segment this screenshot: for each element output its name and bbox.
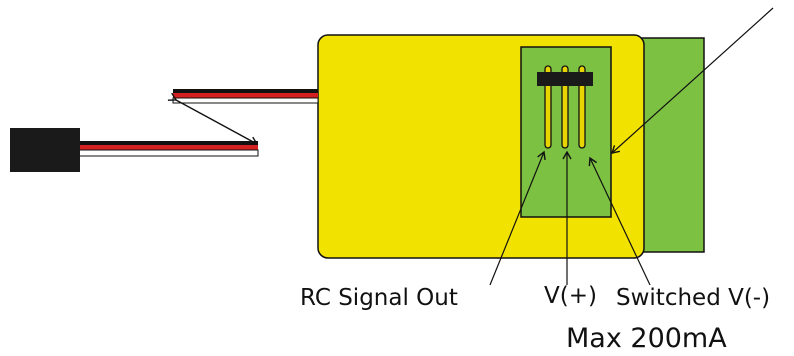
pin-signal [544, 65, 552, 149]
pin-vplus [561, 65, 569, 149]
pointer-heatsink [610, 7, 774, 154]
cut-indicator-line [167, 92, 259, 145]
pointer-signal [489, 150, 546, 286]
header-pins [537, 65, 593, 149]
upper-wire-bundle [172, 89, 319, 104]
pin-vminus [578, 65, 586, 149]
label-rc-signal-out: RC Signal Out [300, 285, 458, 311]
label-v-plus: V(+) [544, 283, 597, 309]
label-switched-v-minus: Switched V(-) [616, 285, 770, 311]
servo-connector [10, 128, 80, 172]
pin-header-block [537, 72, 593, 86]
pointer-vminus [588, 156, 651, 286]
lower-wire-bundle [77, 141, 259, 157]
pointer-lines [489, 7, 774, 286]
label-max-current: Max 200mA [566, 323, 727, 354]
heatsink-tab [636, 37, 705, 253]
